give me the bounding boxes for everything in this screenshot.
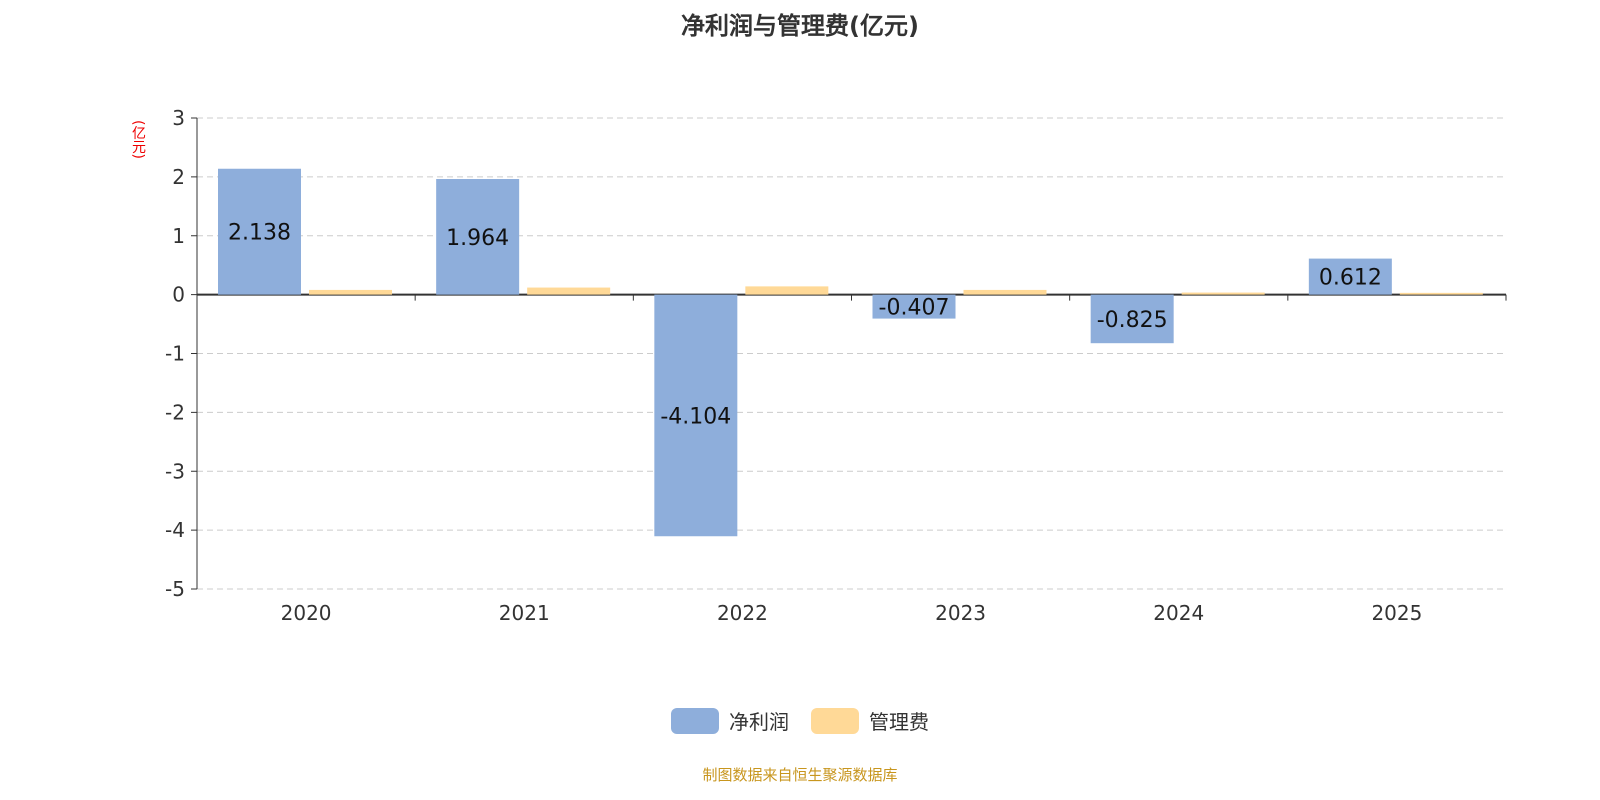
legend-swatch xyxy=(671,707,719,734)
legend-label: 净利润 xyxy=(729,710,789,734)
source-note: 制图数据来自恒生聚源数据库 xyxy=(702,766,898,784)
net-profit-bar xyxy=(218,168,301,295)
legend-item-net-profit[interactable]: 净利润 xyxy=(671,706,789,735)
legend: 净利润 管理费 xyxy=(0,706,1600,735)
x-tick-label: 2025 xyxy=(1371,601,1422,625)
y-tick-label: 3 xyxy=(172,106,185,130)
y-tick-label: -3 xyxy=(165,459,185,483)
net-profit-bar xyxy=(436,178,520,295)
data-label: -0.407 xyxy=(879,296,950,321)
chart-title: 净利润与管理费(亿元) xyxy=(681,12,919,40)
legend-item-admin-expense[interactable]: 管理费 xyxy=(811,706,929,735)
admin-expense-bar xyxy=(527,287,611,295)
y-tick-label: 0 xyxy=(172,283,185,307)
admin-expense-bar xyxy=(1181,292,1265,295)
x-tick-label: 2023 xyxy=(935,601,986,625)
x-tick-label: 2024 xyxy=(1153,601,1204,625)
y-tick-label: -1 xyxy=(165,342,185,366)
admin-expense-bar xyxy=(1399,292,1483,295)
y-tick-label: 2 xyxy=(172,165,185,189)
data-label: 1.964 xyxy=(446,226,509,251)
data-label: -0.825 xyxy=(1097,308,1168,333)
x-tick-label: 2022 xyxy=(717,601,768,625)
net-profit-bar xyxy=(1308,258,1392,295)
net-profit-bar xyxy=(1090,294,1174,344)
net-profit-bar xyxy=(872,294,956,319)
x-tick-label: 2021 xyxy=(499,601,550,625)
y-tick-label: 1 xyxy=(172,224,185,248)
admin-expense-bar xyxy=(745,286,829,295)
x-tick-label: 2020 xyxy=(281,601,332,625)
admin-expense-bar xyxy=(309,289,392,295)
y-axis-unit: (亿元) xyxy=(130,120,146,159)
legend-label: 管理费 xyxy=(869,710,929,734)
data-label: 0.612 xyxy=(1319,266,1382,291)
y-tick-label: -5 xyxy=(165,577,185,601)
data-label: -4.104 xyxy=(660,404,731,429)
legend-swatch xyxy=(811,707,859,734)
data-label: 2.138 xyxy=(228,221,291,246)
net-profit-bar xyxy=(654,294,738,537)
y-tick-label: -2 xyxy=(165,400,185,424)
y-tick-label: -4 xyxy=(165,518,185,542)
admin-expense-bar xyxy=(963,289,1047,295)
